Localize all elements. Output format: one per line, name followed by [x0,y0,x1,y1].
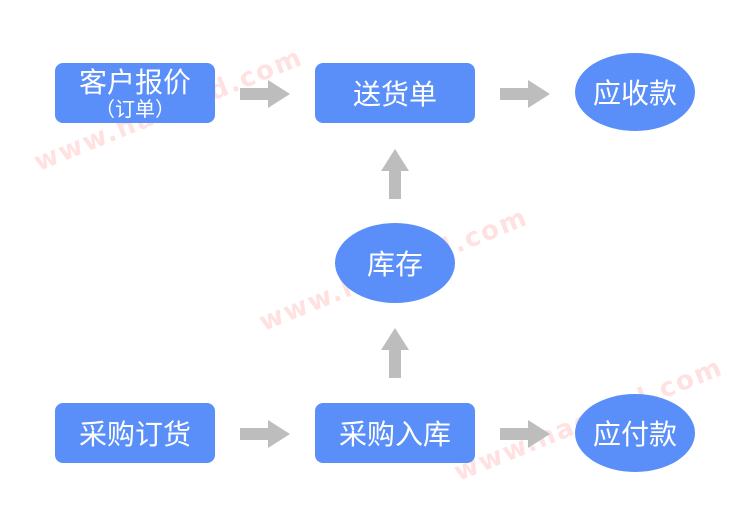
arrow-right-icon [240,80,290,108]
customer-quote-node: 客户报价 （订单） [55,63,215,123]
node-sublabel: （订单） [95,97,175,121]
node-label: 应付款 [592,418,677,451]
arrow-up-icon [381,149,409,199]
node-label: 应收款 [592,77,677,110]
arrow-right-icon [240,420,290,448]
purchase-in-node: 采购入库 [315,403,475,463]
arrow-right-icon [500,420,550,448]
node-label: 采购订货 [78,418,191,451]
delivery-note-node: 送货单 [315,63,475,123]
inventory-node: 库存 [335,223,455,303]
node-label: 客户报价 [78,66,191,99]
receivable-node: 应收款 [575,53,695,131]
arrow-up-icon [381,328,409,378]
payable-node: 应付款 [575,394,695,472]
node-label: 采购入库 [338,418,451,451]
node-label: 库存 [366,248,423,281]
arrow-right-icon [500,80,550,108]
node-label: 送货单 [352,78,437,111]
purchase-order-node: 采购订货 [55,403,215,463]
